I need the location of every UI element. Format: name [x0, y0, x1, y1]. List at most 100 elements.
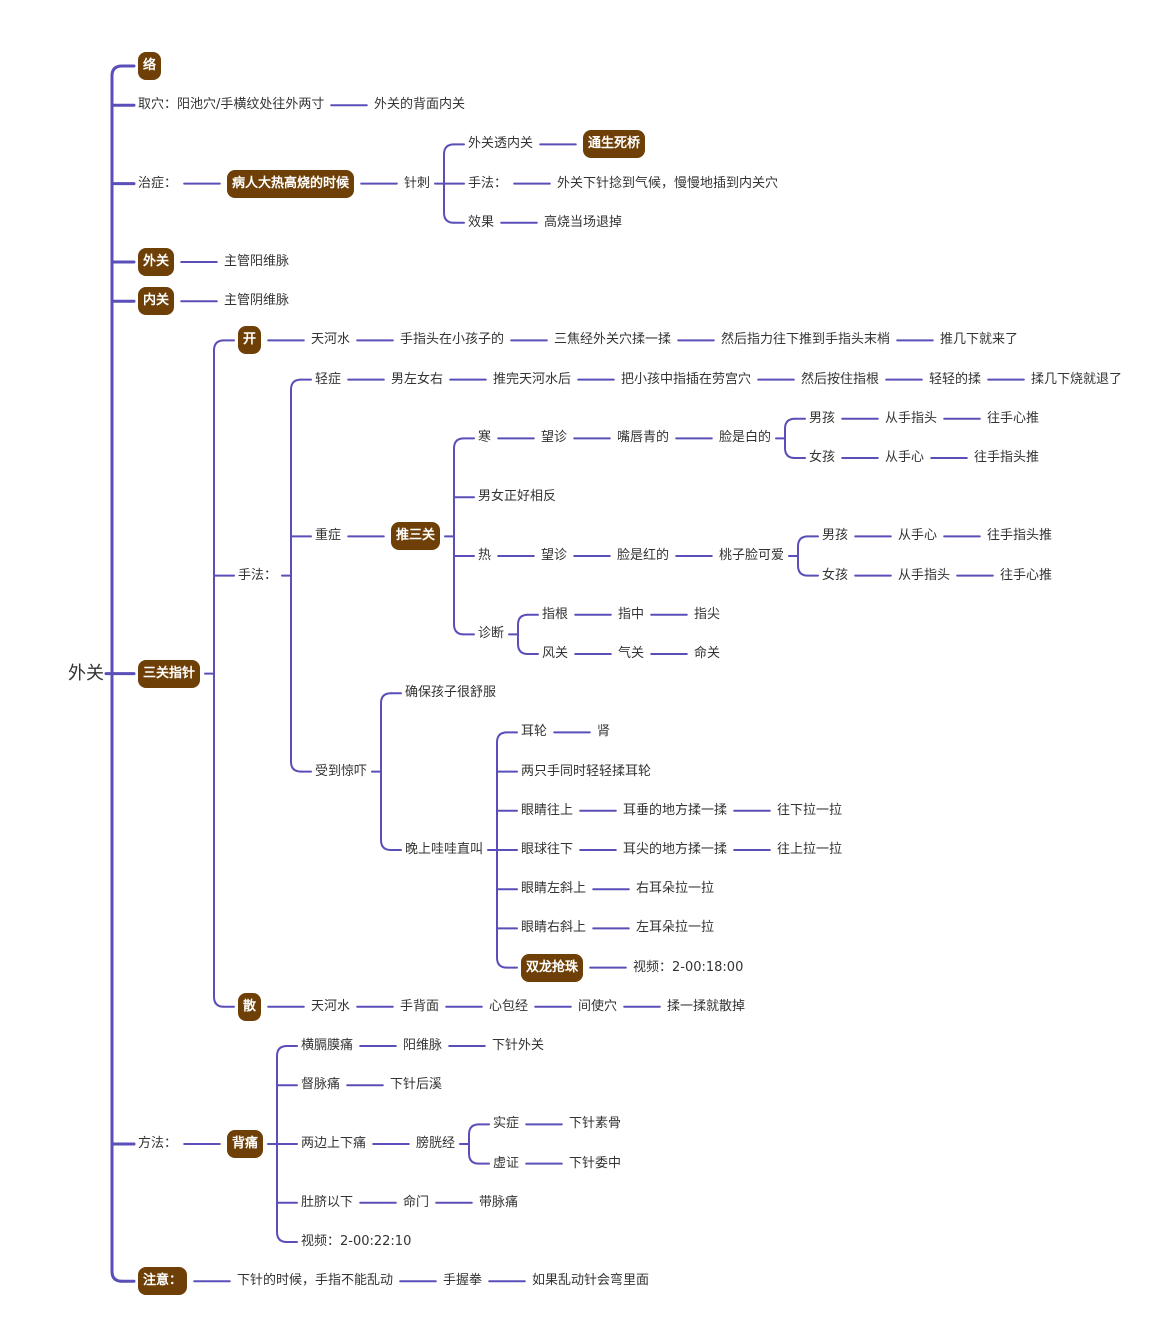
topic-node[interactable]: 横膈膜痛 — [301, 1038, 354, 1053]
topic-node[interactable]: 针刺 — [404, 175, 431, 191]
topic-node[interactable]: 往手指头推 — [974, 450, 1040, 465]
topic-node[interactable]: 治症： — [138, 175, 178, 191]
topic-node[interactable]: 确保孩子很舒服 — [405, 685, 497, 701]
topic-node[interactable]: 诊断 — [478, 626, 505, 642]
topic-node[interactable]: 风关 — [542, 646, 569, 661]
topic-node[interactable]: 三焦经外关穴揉一揉 — [554, 332, 672, 348]
topic-node[interactable]: 膀胱经 — [416, 1136, 456, 1151]
topic-box[interactable]: 背痛 — [227, 1130, 264, 1158]
topic-node[interactable]: 耳轮 — [521, 724, 548, 740]
topic-node[interactable]: 右耳朵拉一拉 — [636, 881, 715, 897]
topic-box[interactable]: 双龙抢珠 — [521, 953, 584, 982]
topic-node[interactable]: 外关透内关 — [468, 136, 534, 152]
topic-node[interactable]: 指根 — [542, 606, 569, 622]
topic-node[interactable]: 命关 — [694, 646, 721, 661]
topic-node[interactable]: 耳垂的地方揉一揉 — [623, 802, 728, 818]
topic-node[interactable]: 肾 — [597, 724, 611, 740]
topic-node[interactable]: 轻症 — [315, 371, 342, 387]
topic-node[interactable]: 两边上下痛 — [301, 1136, 367, 1151]
topic-node[interactable]: 天河水 — [311, 332, 351, 348]
topic-node[interactable]: 往下拉一拉 — [777, 802, 843, 818]
topic-node[interactable]: 从手心 — [898, 528, 938, 544]
topic-node[interactable]: 然后按住指根 — [801, 371, 880, 387]
root-topic[interactable]: 外关 — [68, 662, 104, 684]
topic-box[interactable]: 病人大热高烧的时候 — [227, 169, 355, 198]
topic-node[interactable]: 推完天河水后 — [493, 371, 572, 387]
topic-node[interactable]: 望诊 — [541, 430, 568, 446]
topic-node[interactable]: 晚上哇哇直叫 — [405, 842, 484, 857]
topic-node[interactable]: 然后指力往下推到手指头末梢 — [721, 332, 891, 348]
topic-node[interactable]: 往上拉一拉 — [777, 842, 843, 857]
topic-node[interactable]: 带脉痛 — [479, 1194, 519, 1210]
topic-node[interactable]: 揉一揉就散掉 — [667, 998, 746, 1014]
topic-node[interactable]: 两只手同时轻轻揉耳轮 — [521, 763, 652, 779]
topic-node[interactable]: 热 — [478, 548, 492, 563]
topic-node[interactable]: 眼睛右斜上 — [521, 920, 587, 936]
topic-node[interactable]: 效果 — [468, 214, 495, 230]
topic-node[interactable]: 主管阳维脉 — [224, 254, 290, 269]
topic-node[interactable]: 女孩 — [822, 567, 849, 583]
topic-node[interactable]: 督脉痛 — [301, 1077, 341, 1093]
topic-node[interactable]: 轻轻的揉 — [929, 371, 982, 387]
topic-node[interactable]: 男女正好相反 — [478, 489, 557, 505]
topic-box[interactable]: 外关 — [138, 248, 175, 276]
topic-node[interactable]: 气关 — [618, 646, 645, 661]
topic-node[interactable]: 视频：2-00:22:10 — [301, 1234, 412, 1249]
topic-node[interactable]: 从手指头 — [885, 410, 938, 426]
topic-node[interactable]: 推几下就来了 — [940, 332, 1019, 348]
topic-node[interactable]: 眼睛左斜上 — [521, 881, 587, 897]
topic-node[interactable]: 指尖 — [694, 606, 721, 622]
topic-node[interactable]: 男左女右 — [391, 371, 444, 387]
topic-node[interactable]: 方法： — [138, 1136, 178, 1151]
topic-node[interactable]: 命门 — [403, 1194, 430, 1210]
topic-node[interactable]: 如果乱动针会弯里面 — [532, 1273, 650, 1289]
topic-node[interactable]: 视频：2-00:18:00 — [633, 959, 744, 975]
topic-node[interactable]: 外关的背面内关 — [374, 97, 466, 113]
topic-node[interactable]: 从手心 — [885, 450, 925, 465]
topic-node[interactable]: 脸是红的 — [617, 548, 670, 563]
topic-node[interactable]: 从手指头 — [898, 567, 951, 583]
topic-node[interactable]: 重症 — [315, 528, 342, 544]
topic-node[interactable]: 下针的时候，手指不能乱动 — [237, 1273, 394, 1289]
topic-node[interactable]: 实症 — [493, 1116, 520, 1132]
topic-box[interactable]: 散 — [238, 992, 262, 1021]
topic-box[interactable]: 三关指针 — [138, 659, 201, 688]
topic-node[interactable]: 嘴唇青的 — [617, 430, 670, 446]
topic-node[interactable]: 下针委中 — [569, 1155, 622, 1171]
topic-node[interactable]: 受到惊吓 — [315, 763, 368, 779]
topic-node[interactable]: 主管阴维脉 — [224, 293, 290, 309]
topic-node[interactable]: 望诊 — [541, 548, 568, 563]
topic-node[interactable]: 外关下针捻到气候，慢慢地插到内关穴 — [557, 175, 779, 191]
topic-node[interactable]: 眼球往下 — [521, 842, 574, 857]
topic-box[interactable]: 通生死桥 — [583, 130, 646, 159]
topic-node[interactable]: 下针外关 — [492, 1038, 545, 1053]
topic-node[interactable]: 手指头在小孩子的 — [400, 332, 505, 348]
topic-node[interactable]: 往手心推 — [987, 410, 1040, 426]
topic-box[interactable]: 开 — [238, 326, 262, 355]
topic-node[interactable]: 手握拳 — [443, 1273, 483, 1289]
topic-node[interactable]: 脸是白的 — [719, 430, 772, 446]
topic-node[interactable]: 男孩 — [822, 528, 849, 544]
topic-node[interactable]: 男孩 — [809, 410, 836, 426]
topic-node[interactable]: 往手心推 — [1000, 567, 1053, 583]
topic-box[interactable]: 推三关 — [391, 522, 441, 551]
topic-node[interactable]: 眼睛往上 — [521, 802, 574, 818]
topic-node[interactable]: 桃子脸可爱 — [719, 548, 785, 563]
topic-node[interactable]: 心包经 — [489, 998, 529, 1014]
topic-box[interactable]: 络 — [138, 52, 162, 80]
topic-node[interactable]: 阳维脉 — [403, 1038, 443, 1053]
topic-box[interactable]: 内关 — [138, 287, 175, 316]
topic-node[interactable]: 手法： — [238, 567, 278, 583]
topic-node[interactable]: 耳尖的地方揉一揉 — [623, 842, 728, 857]
topic-node[interactable]: 高烧当场退掉 — [544, 214, 623, 230]
topic-node[interactable]: 指中 — [618, 606, 645, 622]
topic-node[interactable]: 天河水 — [311, 998, 351, 1014]
topic-node[interactable]: 左耳朵拉一拉 — [636, 920, 715, 936]
topic-node[interactable]: 女孩 — [809, 450, 836, 465]
topic-box[interactable]: 注意： — [138, 1267, 188, 1296]
topic-node[interactable]: 下针素骨 — [569, 1116, 622, 1132]
topic-node[interactable]: 间使穴 — [578, 998, 618, 1014]
topic-node[interactable]: 往手指头推 — [987, 528, 1053, 544]
topic-node[interactable]: 揉几下烧就退了 — [1031, 371, 1123, 387]
topic-node[interactable]: 取穴：阳池穴/手横纹处往外两寸 — [138, 97, 325, 113]
